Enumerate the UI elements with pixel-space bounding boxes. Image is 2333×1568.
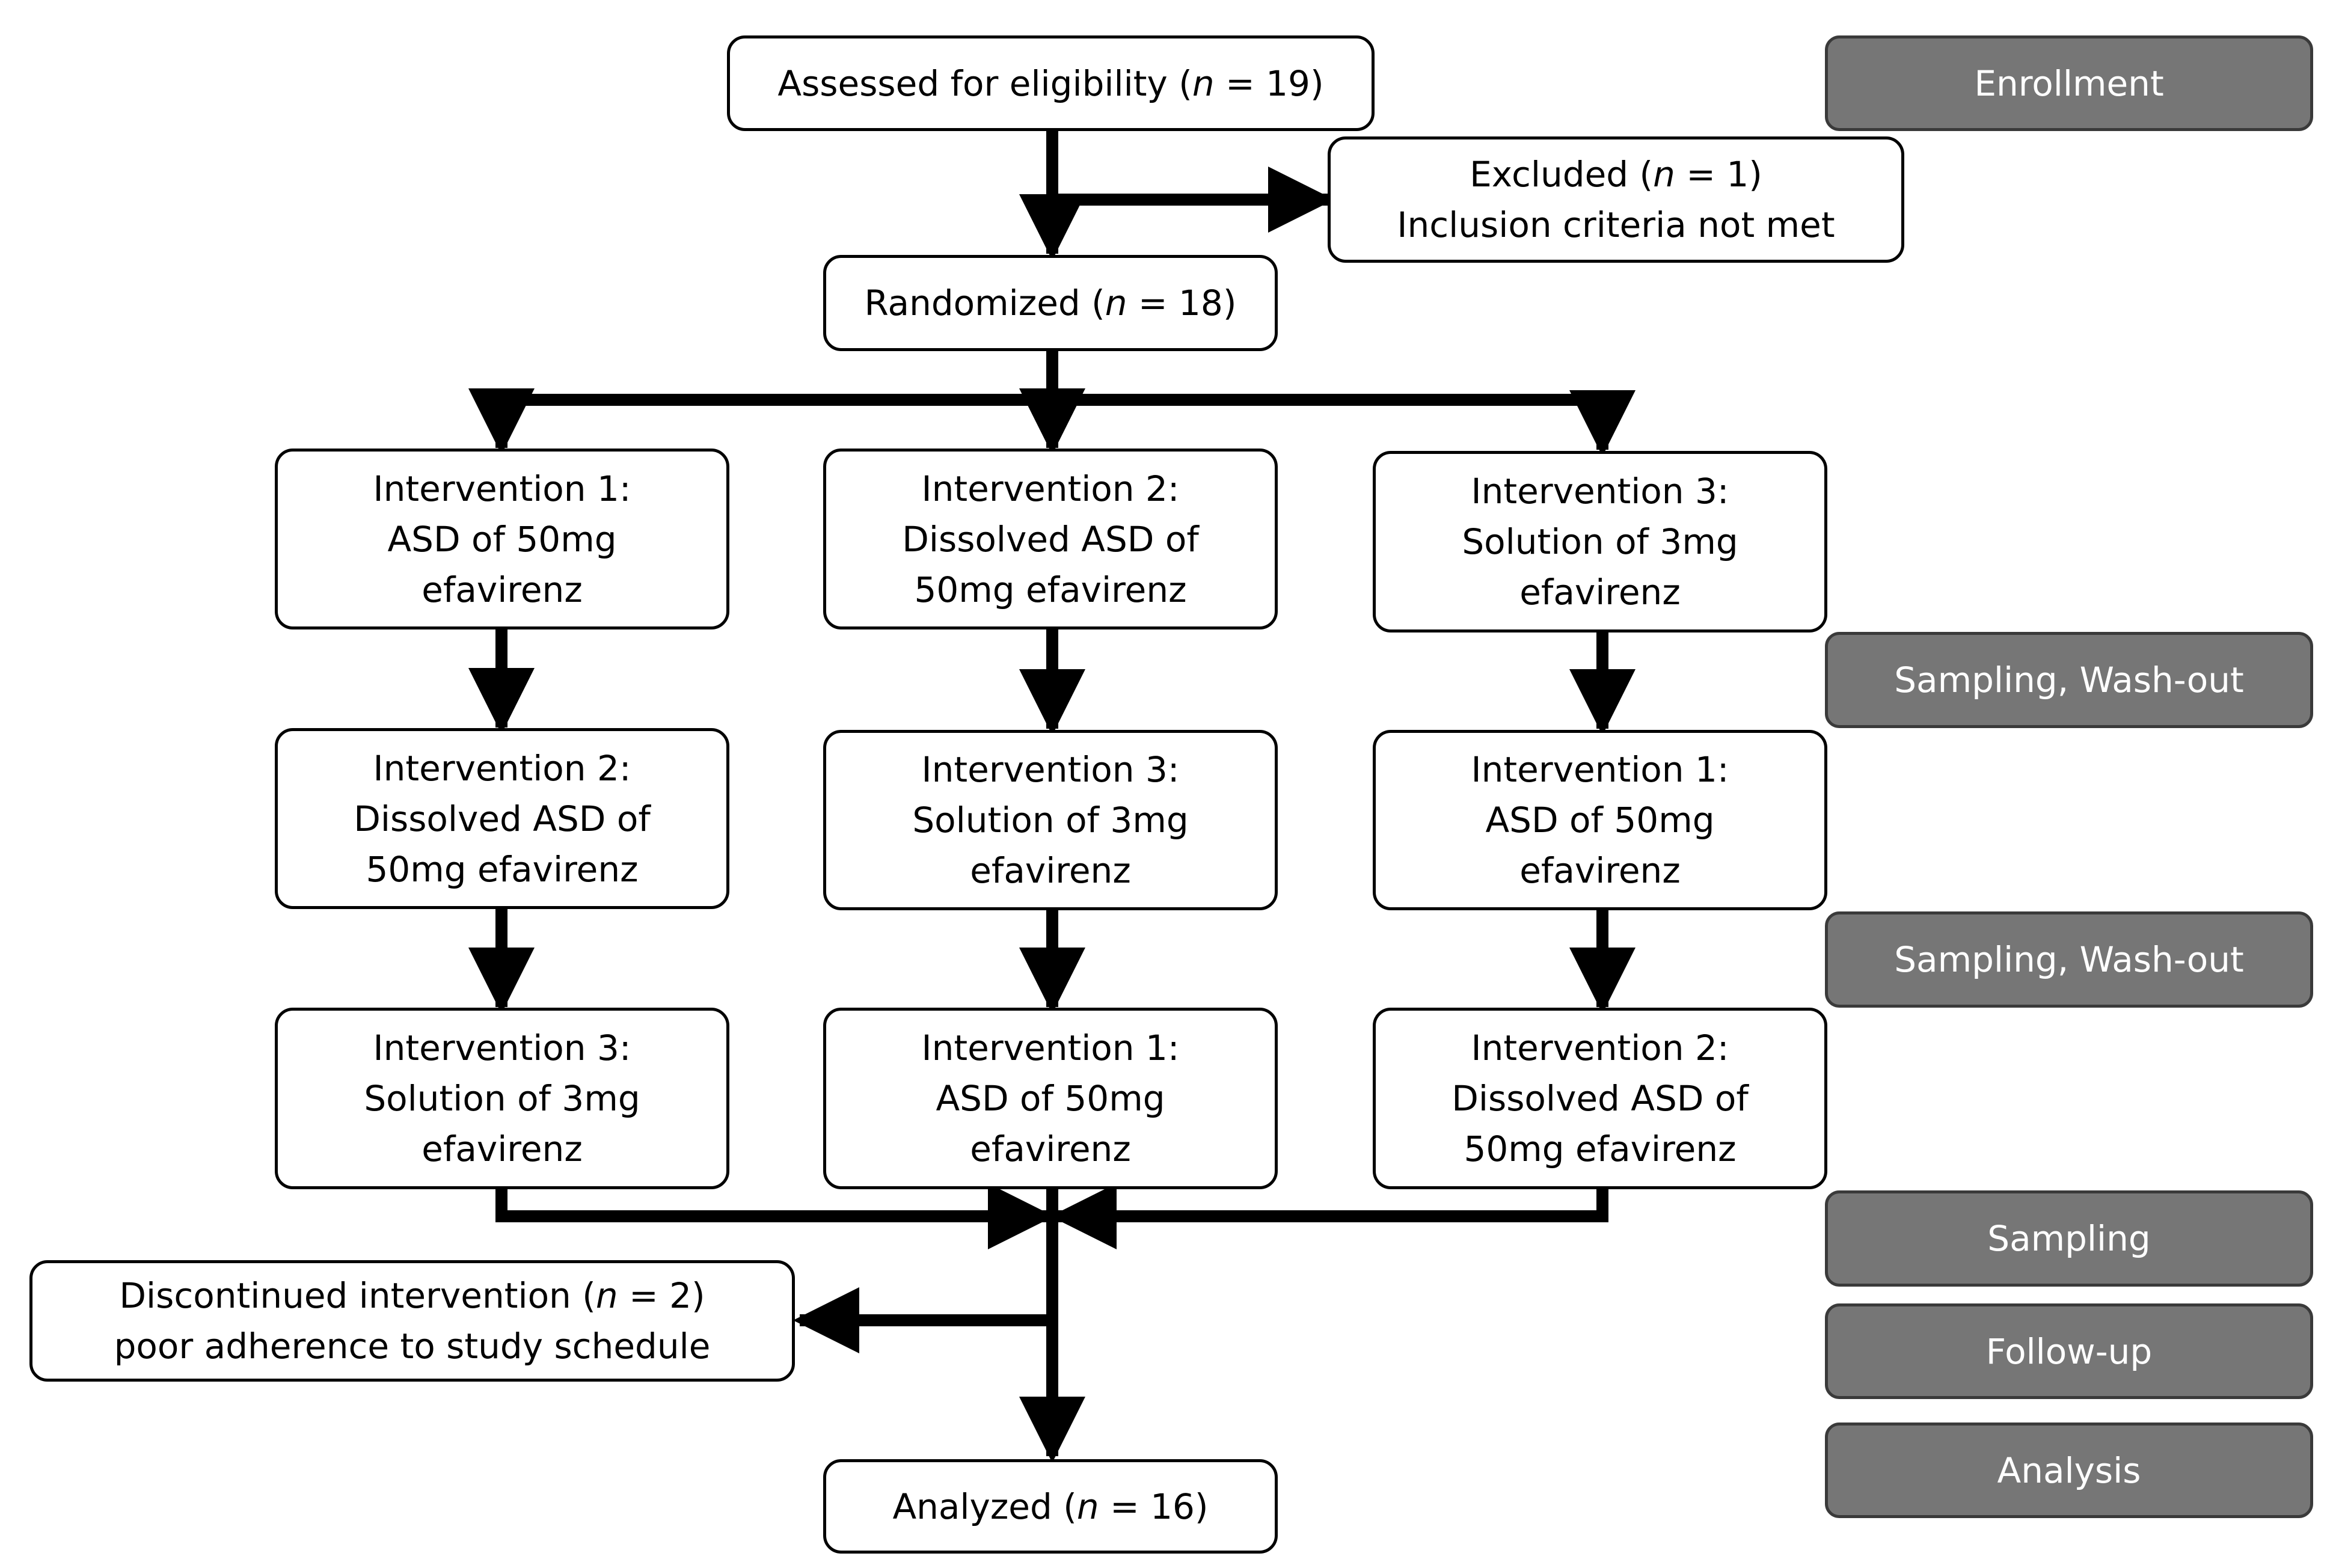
randomized-box: Randomized (n = 18) [823, 255, 1278, 351]
analyzed-box: Analyzed (n = 16) [823, 1459, 1278, 1554]
arm2-period3-box: Intervention 1: ASD of 50mg efavirenz [823, 1008, 1278, 1189]
stage-label-follow-up: Follow-up [1825, 1303, 2313, 1399]
arm1-period1-box: Intervention 1: ASD of 50mg efavirenz [275, 449, 729, 629]
arrow-arm1-merge [495, 1183, 1054, 1249]
arm1-period3-box: Intervention 3: Solution of 3mg efaviren… [275, 1008, 729, 1189]
assessed-box: Assessed for eligibility (n = 19) [727, 35, 1375, 131]
arm3-period3-box: Intervention 2: Dissolved ASD of 50mg ef… [1373, 1008, 1827, 1189]
arm2-period1-box: Intervention 2: Dissolved ASD of 50mg ef… [823, 449, 1278, 629]
stage-label-sampling: Sampling [1825, 1190, 2313, 1287]
stage-label-enrollment: Enrollment [1825, 35, 2313, 131]
arm1-period2-box: Intervention 2: Dissolved ASD of 50mg ef… [275, 728, 729, 909]
excluded-box: Excluded (n = 1) Inclusion criteria not … [1328, 136, 1904, 263]
stage-label-sampling-washout-1: Sampling, Wash-out [1825, 632, 2313, 728]
arm3-period2-box: Intervention 1: ASD of 50mg efavirenz [1373, 730, 1827, 910]
arm2-period2-box: Intervention 3: Solution of 3mg efaviren… [823, 730, 1278, 910]
arm3-period1-box: Intervention 3: Solution of 3mg efaviren… [1373, 451, 1827, 632]
arrow-arm3-merge [1050, 1183, 1608, 1249]
stage-label-sampling-washout-2: Sampling, Wash-out [1825, 911, 2313, 1008]
stage-label-analysis: Analysis [1825, 1423, 2313, 1518]
discontinued-box: Discontinued intervention (n = 2) poor a… [29, 1260, 795, 1382]
